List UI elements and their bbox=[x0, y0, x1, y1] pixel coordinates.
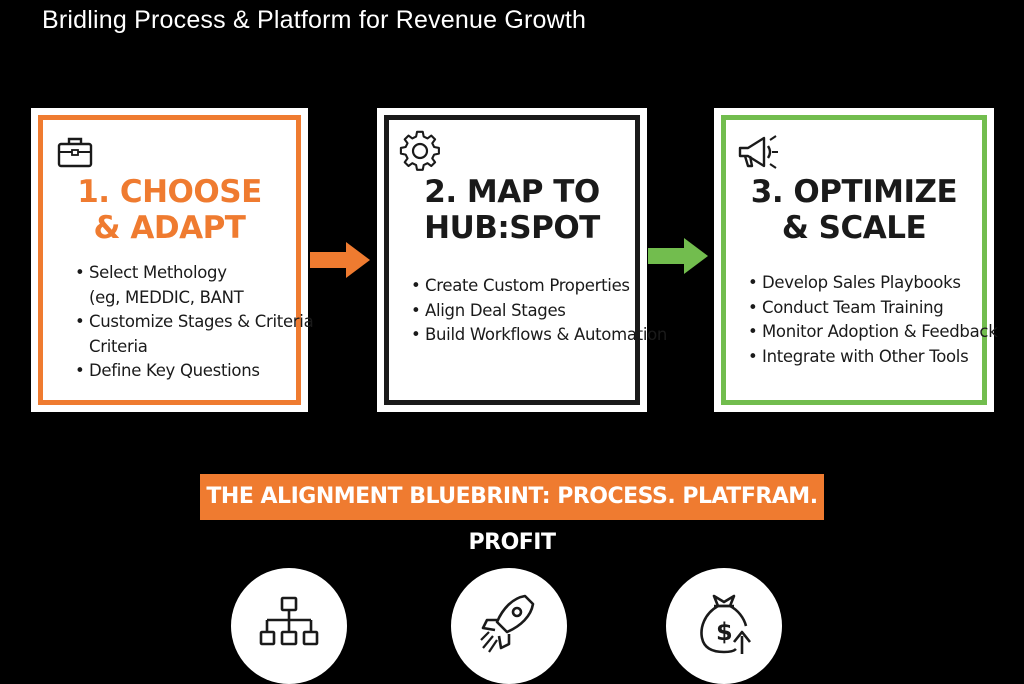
list-item: (eg, MEDDIC, BANT bbox=[89, 287, 244, 307]
rocket-circle bbox=[451, 568, 567, 684]
list-item: Define Key Questions bbox=[75, 359, 313, 384]
arrow-right-icon bbox=[310, 242, 370, 278]
gear-icon bbox=[399, 130, 440, 171]
step-title: 3. OPTIMIZE & SCALE bbox=[750, 174, 958, 246]
list-item: Create Custom Properties bbox=[411, 274, 667, 299]
step-title: 1. CHOOSE & ADAPT bbox=[77, 174, 262, 246]
page-title: Bridling Process & Platform for Revenue … bbox=[42, 6, 587, 34]
hierarchy-circle bbox=[231, 568, 347, 684]
step-card-border: 2. MAP TO HUB:SPOT Create Custom Propert… bbox=[384, 115, 667, 405]
step-items-list: Create Custom Properties Align Deal Stag… bbox=[411, 274, 667, 348]
list-item: Build Workflows & Automation bbox=[411, 323, 667, 348]
step-card-choose-adapt: 1. CHOOSE & ADAPT Select Methology (eg, … bbox=[31, 108, 314, 412]
rocket-icon bbox=[480, 594, 535, 653]
list-item: Select Methology bbox=[75, 261, 313, 286]
arrow-right-icon bbox=[648, 238, 708, 274]
megaphone-icon bbox=[738, 135, 778, 169]
step-card-optimize-scale: 3. OPTIMIZE & SCALE Develop Sales Playbo… bbox=[714, 108, 998, 412]
list-item: Conduct Team Training bbox=[748, 296, 997, 321]
list-item: Align Deal Stages bbox=[411, 299, 667, 324]
list-item: Develop Sales Playbooks bbox=[748, 271, 997, 296]
step-items-list: Select Methology (eg, MEDDIC, BANT Custo… bbox=[75, 261, 314, 384]
step-card-border: 3. OPTIMIZE & SCALE Develop Sales Playbo… bbox=[721, 115, 998, 405]
briefcase-icon bbox=[57, 137, 93, 168]
step-title: 2. MAP TO HUB:SPOT bbox=[424, 174, 600, 246]
list-item: Integrate with Other Tools bbox=[748, 345, 997, 370]
money-bag-circle: $ bbox=[666, 568, 782, 684]
step-items-list: Develop Sales Playbooks Conduct Team Tra… bbox=[748, 271, 998, 370]
list-item: Criteria bbox=[89, 336, 148, 356]
alignment-banner: THE ALIGNMENT BLUEBRINT: PROCESS. PLATFR… bbox=[200, 474, 824, 555]
step-card-border: 1. CHOOSE & ADAPT Select Methology (eg, … bbox=[38, 115, 314, 405]
list-item: Monitor Adoption & Feedback bbox=[748, 320, 998, 345]
svg-text:$: $ bbox=[716, 618, 733, 646]
step-card-map-hubspot: 2. MAP TO HUB:SPOT Create Custom Propert… bbox=[377, 108, 667, 412]
list-item: Customize Stages & Criteria bbox=[75, 310, 314, 335]
hierarchy-icon bbox=[259, 596, 319, 646]
money-bag-icon: $ bbox=[700, 594, 752, 654]
